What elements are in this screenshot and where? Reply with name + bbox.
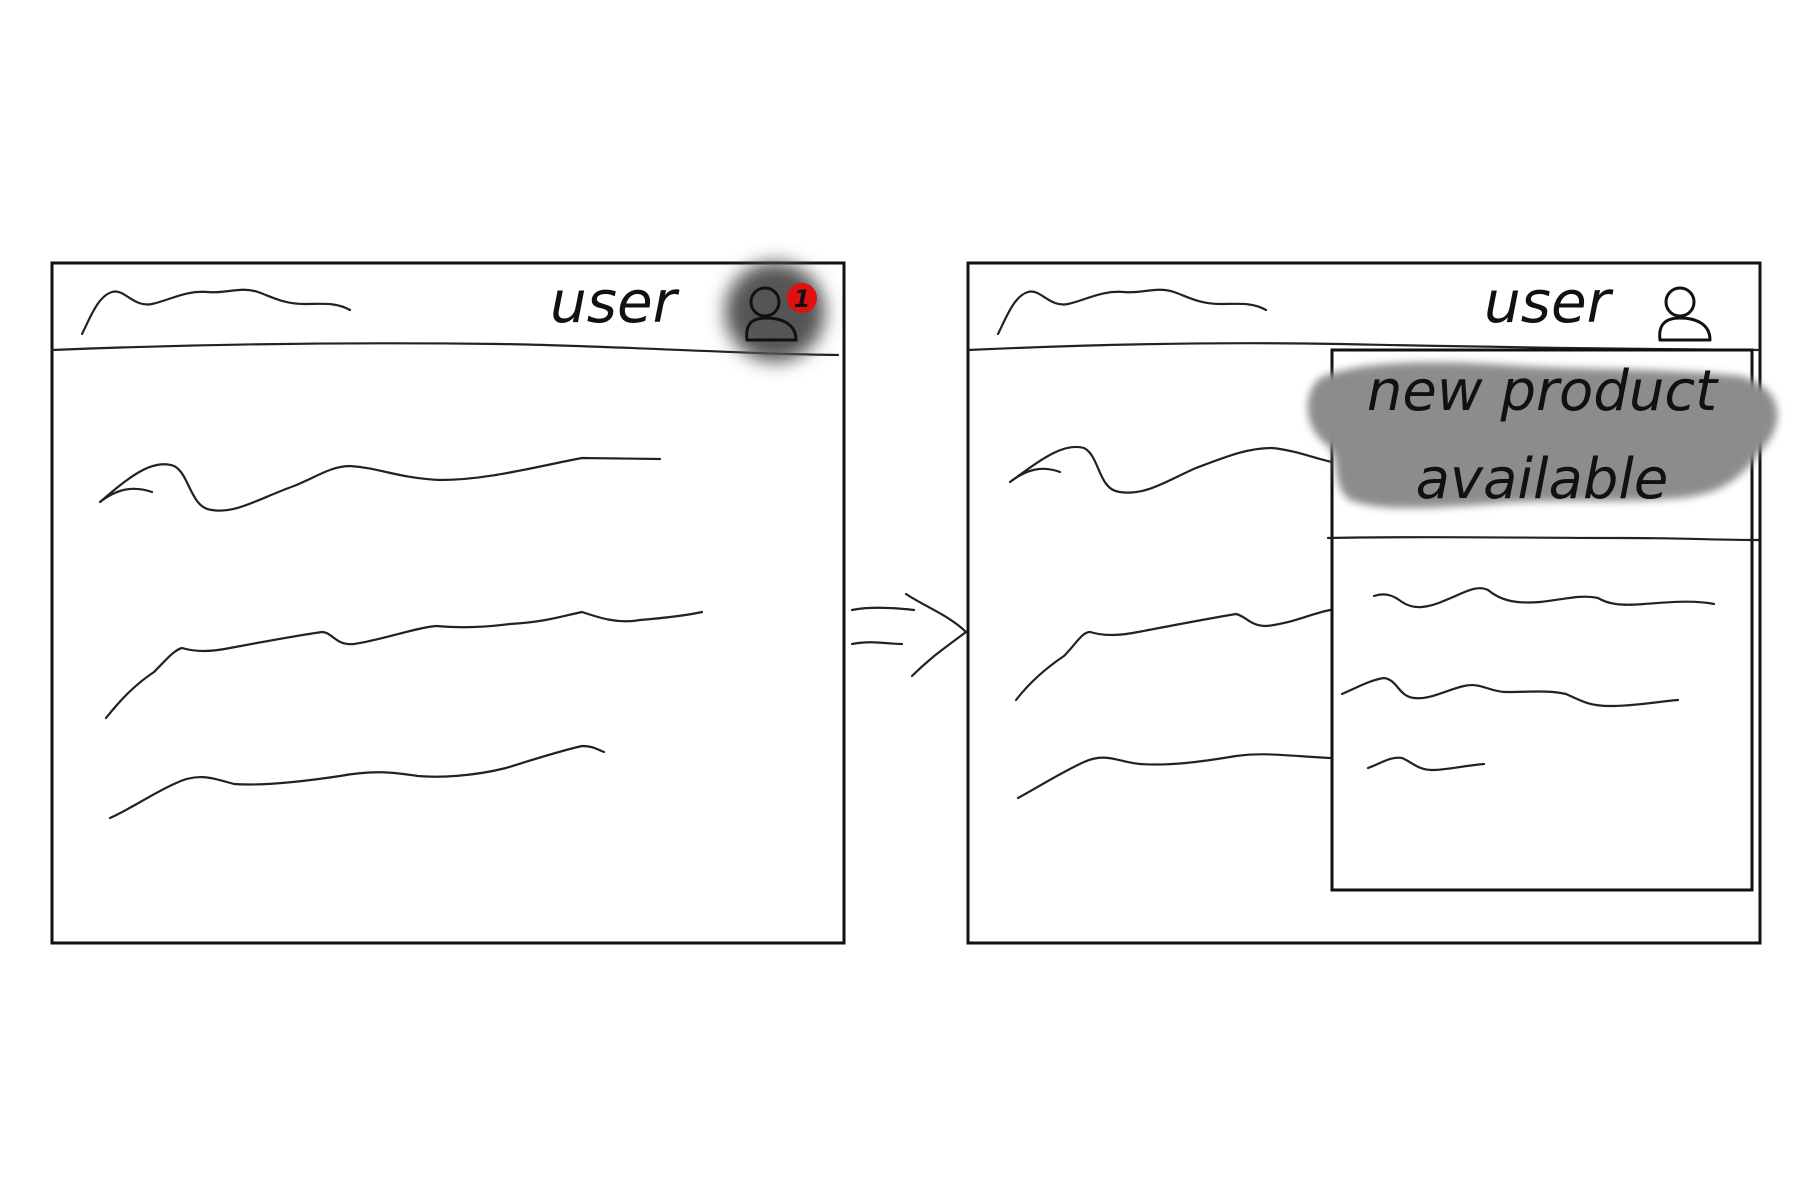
after-header-logo-scribble: [996, 288, 1268, 336]
before-notification-badge[interactable]: 1: [787, 283, 817, 313]
before-user-label: user: [550, 268, 680, 336]
before-header-divider: [50, 342, 840, 357]
notification-title-highlight: [1307, 362, 1778, 508]
after-content-line-1: [1014, 608, 1332, 702]
notification-body-line-2: [1340, 676, 1680, 708]
notification-body-line-3: [1366, 756, 1486, 772]
notification-popup[interactable]: new product available: [1307, 348, 1778, 892]
notification-title-line-1: new product: [1367, 359, 1719, 424]
notification-body-line-1: [1372, 587, 1716, 609]
before-content-line-2: [108, 744, 606, 820]
notification-title-line-2: available: [1416, 447, 1669, 512]
before-content-line-1: [104, 610, 704, 720]
after-user-icon[interactable]: [1658, 286, 1712, 342]
transition-arrow: [850, 592, 968, 678]
after-user-label: user: [1484, 268, 1614, 336]
after-content-line-2: [1016, 753, 1332, 800]
after-screen-frame: [966, 261, 1762, 945]
after-content-heading-scribble: [1008, 445, 1334, 494]
before-screen-frame: [50, 261, 846, 945]
arrow-right-icon: [850, 592, 968, 678]
before-screen: user 1: [50, 261, 846, 945]
notification-popup-divider: [1326, 536, 1760, 542]
after-header-divider: [966, 342, 1762, 352]
before-content-heading-scribble: [98, 456, 662, 512]
before-user-icon[interactable]: [745, 286, 798, 342]
before-notification-count: 1: [794, 285, 811, 313]
after-screen: user new product available: [966, 261, 1778, 945]
before-header-logo-scribble: [80, 288, 352, 336]
